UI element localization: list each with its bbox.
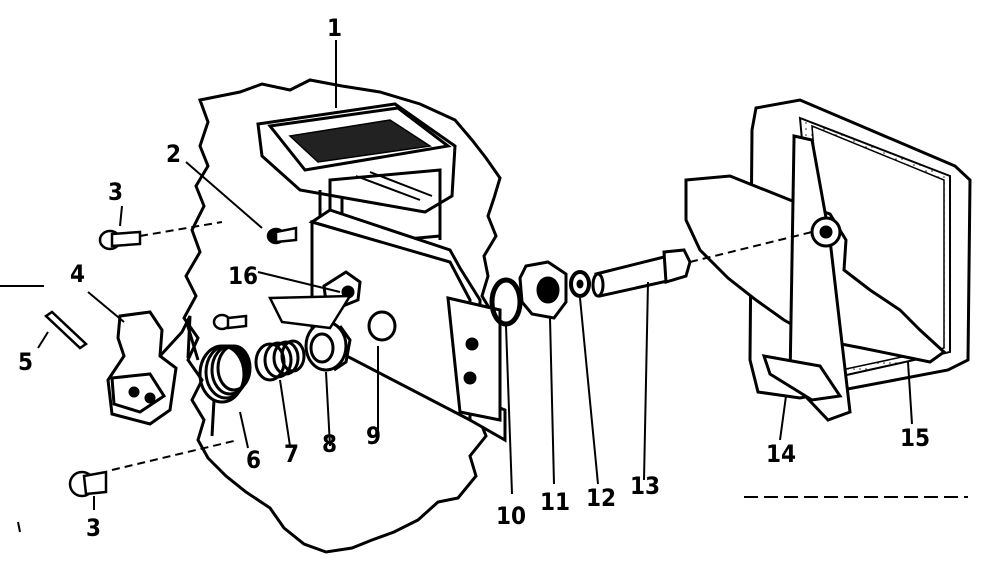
callout-12: 12 (586, 484, 616, 512)
callout-11: 11 (540, 488, 570, 516)
mounting-bracket (308, 208, 507, 443)
callout-10: 10 (496, 502, 526, 530)
latch (106, 310, 192, 426)
leader-lines (0, 40, 968, 533)
spring-small (254, 339, 306, 382)
screw-3-top (98, 229, 142, 251)
callout-7: 7 (284, 440, 299, 468)
callout-4: 4 (70, 260, 85, 288)
callout-labels: 1 2 3 3 4 5 6 7 8 9 10 11 12 13 14 15 16 (18, 14, 930, 542)
pin (43, 310, 89, 350)
screw-2 (266, 226, 298, 245)
callout-2: 2 (166, 140, 181, 168)
washer (569, 270, 591, 298)
callout-3b: 3 (86, 514, 101, 542)
spring-large (184, 319, 252, 437)
callout-6: 6 (246, 446, 261, 474)
callout-13: 13 (630, 472, 660, 500)
screw-3-bottom (68, 470, 108, 498)
callout-1: 1 (327, 14, 342, 42)
callout-8: 8 (322, 430, 337, 458)
hinge-door (684, 134, 947, 422)
callout-14: 14 (766, 440, 796, 468)
small-screw (212, 294, 353, 331)
callout-3a: 3 (108, 178, 123, 206)
gasket-ring (489, 277, 523, 327)
callout-15: 15 (900, 424, 930, 452)
callout-9: 9 (366, 422, 381, 450)
shaft-bolt (591, 248, 692, 298)
callout-5: 5 (18, 348, 33, 376)
hex-nut (518, 260, 568, 320)
callout-16: 16 (228, 262, 258, 290)
bushing (304, 320, 352, 372)
